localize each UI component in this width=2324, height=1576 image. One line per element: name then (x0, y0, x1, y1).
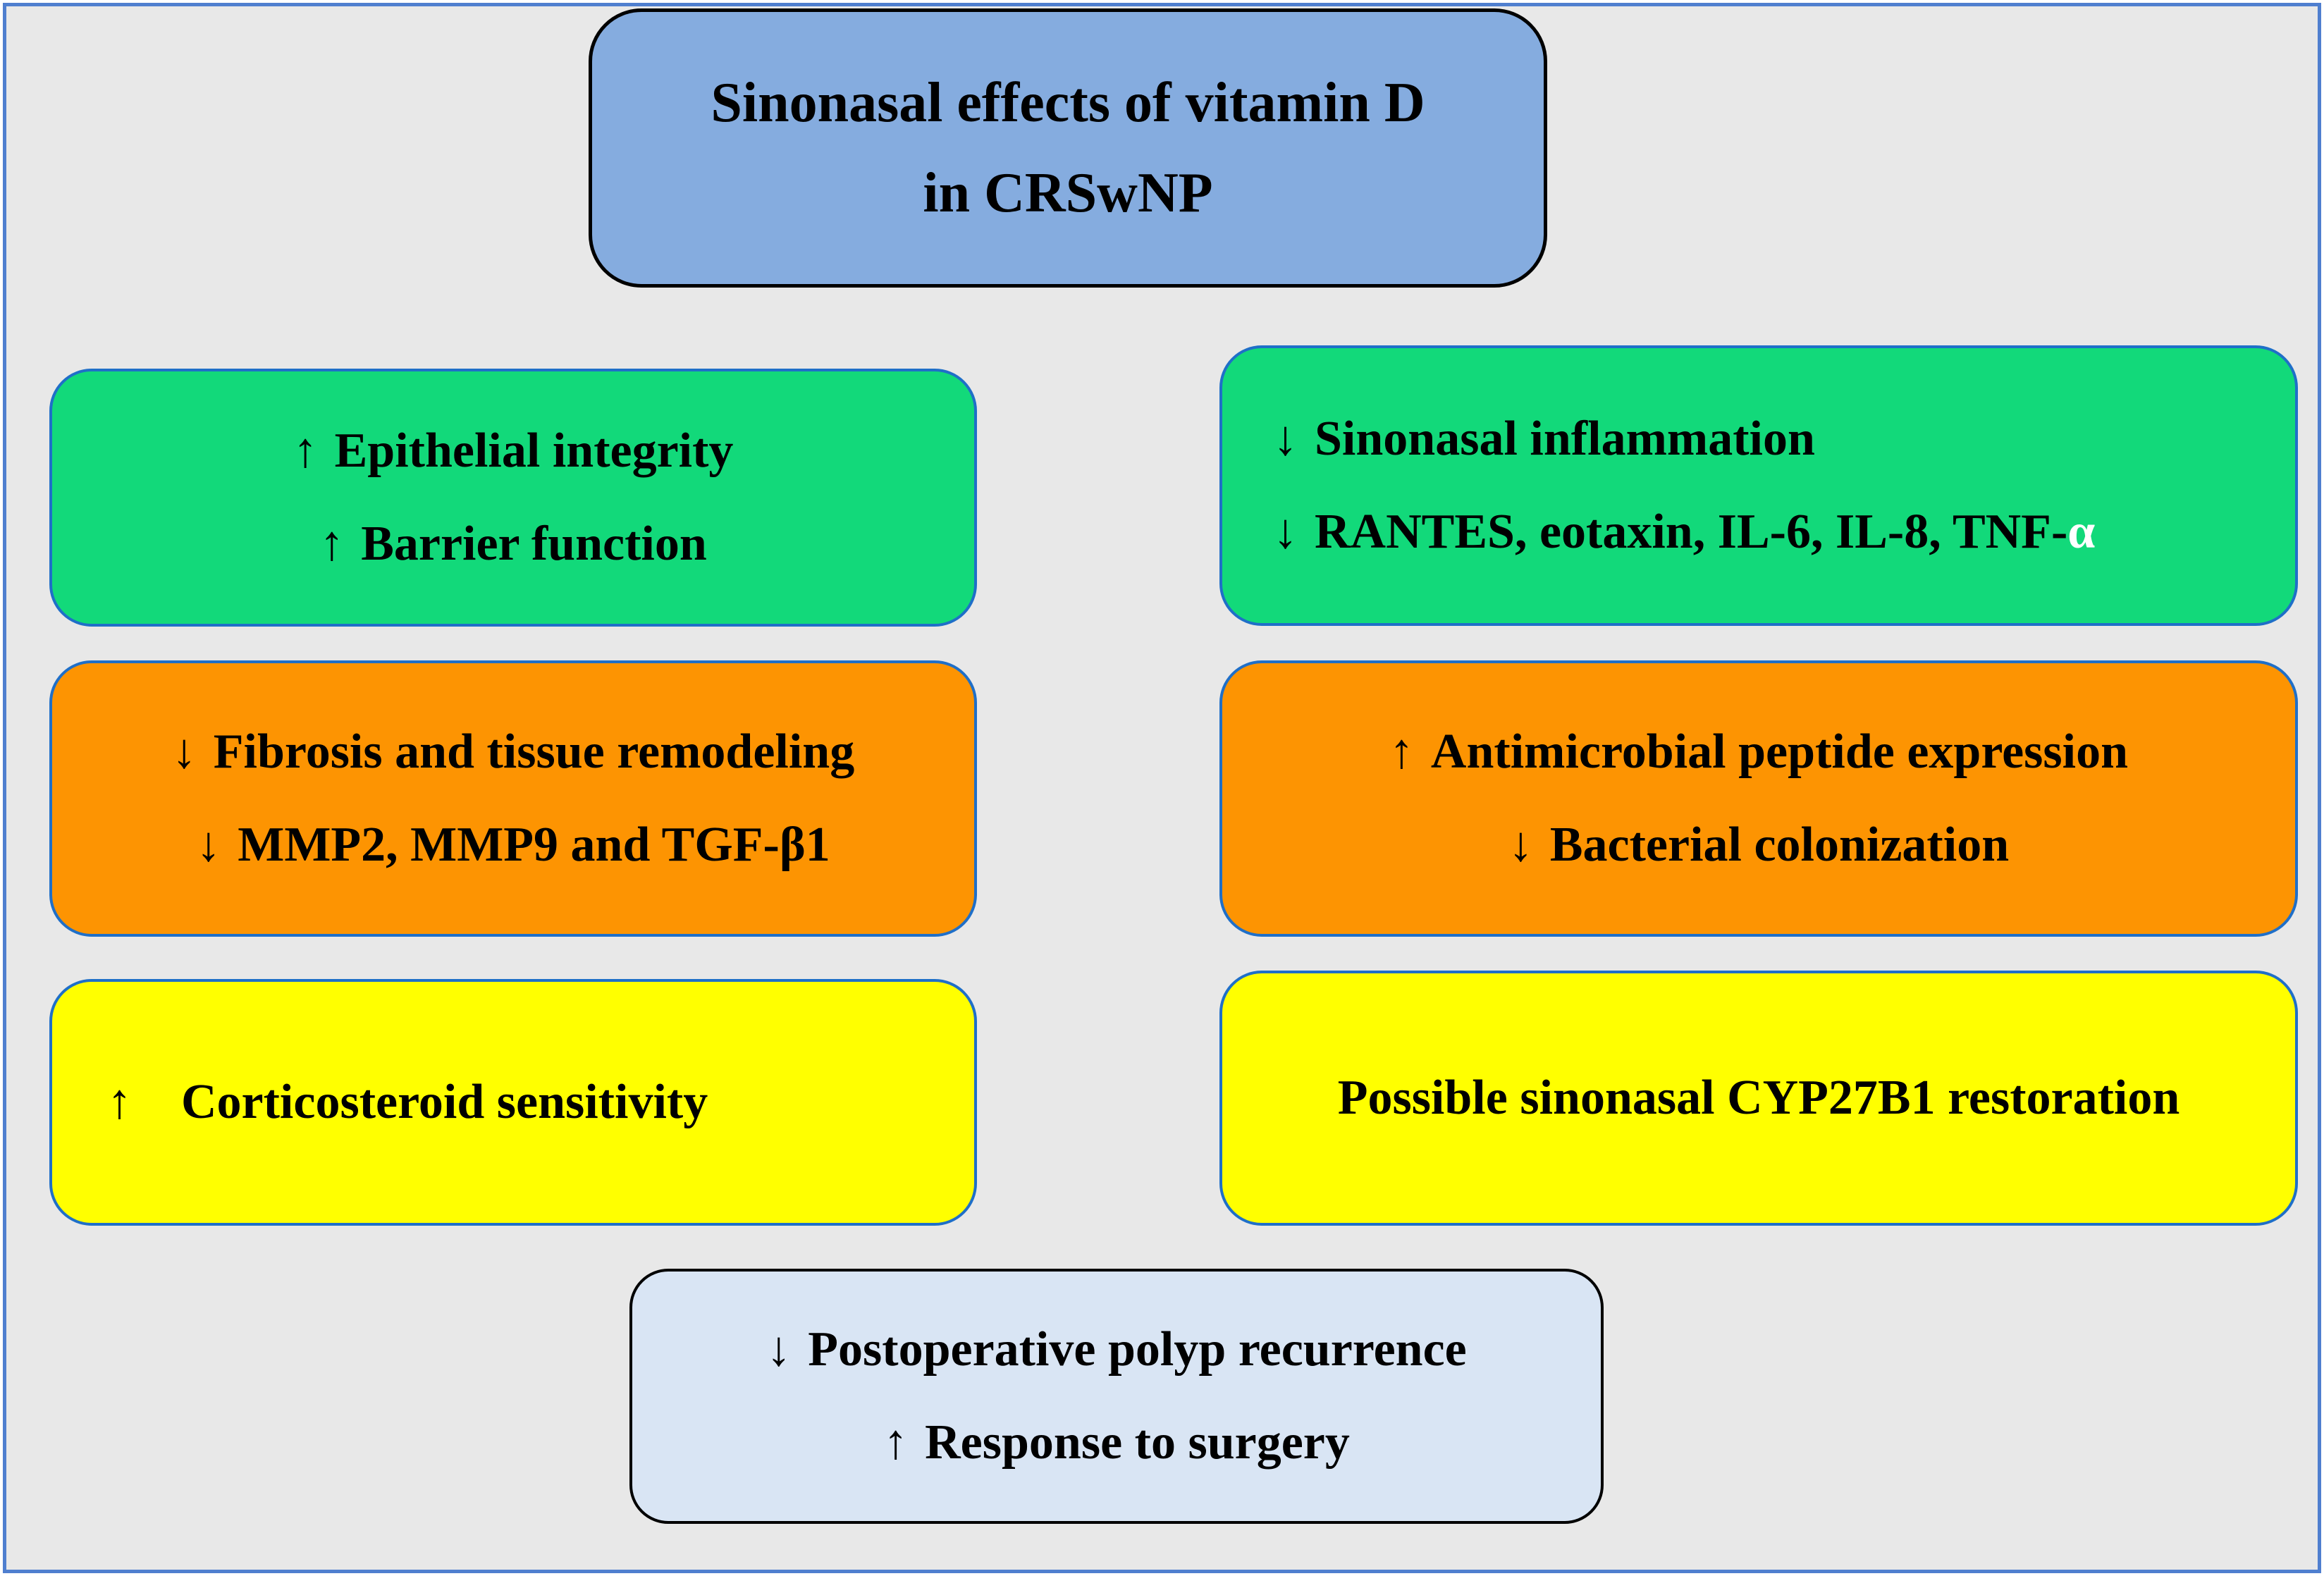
bacterial-line: ↓ Bacterial colonization (1508, 820, 2009, 870)
surgical-outcome-box: ↓ Postoperative polyp recurrence ↑ Respons… (629, 1269, 1604, 1524)
bacterial-text: Bacterial colonization (1549, 818, 2010, 872)
corticosteroid-box: ↑ Corticosteroid sensitivity (49, 979, 977, 1226)
down-arrow-icon: ↓ (171, 725, 197, 779)
fibrosis-box: ↓ Fibrosis and tissue remodeling ↓ MMP2, M… (49, 660, 977, 937)
down-arrow-icon: ↓ (1273, 412, 1298, 466)
antimicrobial-box: ↑ Antimicrobial peptide expression ↓ Bacte… (1219, 660, 2298, 937)
barrier-function-text: Barrier function (361, 517, 707, 571)
down-arrow-icon: ↓ (196, 818, 221, 872)
mmp-line: ↓ MMP2, MMP9 and TGF-β1 (196, 820, 830, 870)
fibrosis-text: Fibrosis and tissue remodeling (213, 725, 855, 779)
fibrosis-line: ↓ Fibrosis and tissue remodeling (172, 727, 855, 777)
title-line-2: in CRSwNP (923, 162, 1213, 224)
alpha-symbol: α (2067, 505, 2096, 559)
down-arrow-icon: ↓ (766, 1322, 792, 1377)
sinonasal-inflammation-box: ↓ Sinonasal inflammation ↓ RANTES, eotaxin… (1219, 345, 2298, 626)
antimicrobial-text: Antimicrobial peptide expression (1430, 725, 2129, 779)
title-line-1: Sinonasal effects of vitamin D (711, 72, 1425, 134)
cytokines-line: ↓ RANTES, eotaxin, IL-6, IL-8, TNF-α (1273, 507, 2095, 557)
cytokines-text: RANTES, eotaxin, IL-6, IL-8, TNF- (1315, 505, 2068, 559)
corticosteroid-line: ↑ Corticosteroid sensitivity (107, 1078, 708, 1127)
surgery-response-line: ↑ Response to surgery (883, 1418, 1350, 1467)
epithelial-integrity-line: ↑ Epithelial integrity (293, 426, 734, 476)
up-arrow-icon: ↑ (1389, 725, 1414, 779)
epithelial-integrity-text: Epithelial integrity (334, 424, 734, 478)
polyp-recurrence-line: ↓ Postoperative polyp recurrence (766, 1325, 1466, 1374)
corticosteroid-text: Corticosteroid sensitivity (181, 1075, 708, 1129)
surgery-response-text: Response to surgery (925, 1415, 1350, 1470)
up-arrow-icon: ↑ (293, 424, 318, 478)
down-arrow-icon: ↓ (1273, 505, 1298, 559)
antimicrobial-line: ↑ Antimicrobial peptide expression (1389, 727, 2128, 777)
up-arrow-icon: ↑ (319, 517, 345, 571)
cyp27b1-text: Possible sinonasal CYP27B1 restoration (1337, 1071, 2180, 1125)
mmp-text: MMP2, MMP9 and TGF-β1 (238, 818, 830, 872)
epithelial-integrity-box: ↑ Epithelial integrity ↑ Barrier function (49, 369, 977, 627)
title-box: Sinonasal effects of vitamin D in CRSwNP (589, 8, 1547, 288)
up-arrow-icon: ↑ (107, 1075, 132, 1129)
cyp27b1-box: Possible sinonasal CYP27B1 restoration (1219, 971, 2298, 1226)
sinonasal-inflammation-line: ↓ Sinonasal inflammation (1273, 414, 1815, 464)
sinonasal-inflammation-text: Sinonasal inflammation (1315, 412, 1815, 466)
barrier-function-line: ↑ Barrier function (319, 519, 707, 569)
down-arrow-icon: ↓ (1508, 818, 1533, 872)
polyp-recurrence-text: Postoperative polyp recurrence (808, 1322, 1467, 1377)
up-arrow-icon: ↑ (883, 1415, 909, 1470)
